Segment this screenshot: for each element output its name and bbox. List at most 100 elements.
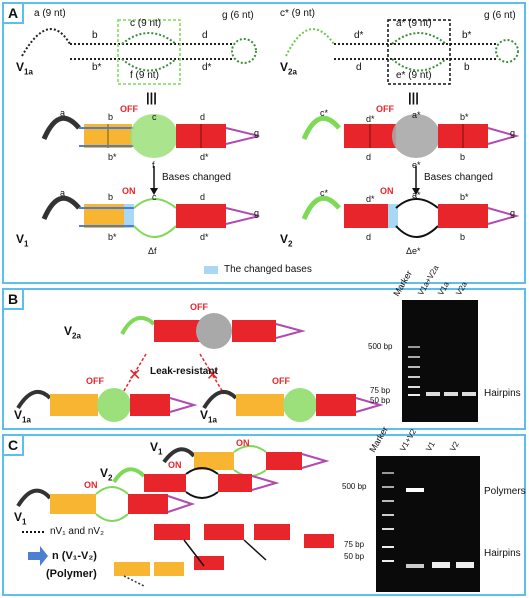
c-label-f: f (152, 160, 155, 170)
equiv-right: ||| (408, 90, 419, 105)
label-g: g (6 nt) (222, 10, 254, 21)
v2-c-on: ON (168, 460, 182, 470)
v1-label-b-star: b* (108, 232, 117, 242)
v1-cartoon (41, 195, 260, 238)
band-b-2 (444, 392, 458, 396)
gel-b-500: 500 bp (368, 342, 393, 351)
gel-b (402, 300, 478, 422)
cross-right: ✕ (206, 367, 219, 384)
c-label-a: a (60, 108, 66, 118)
v2-label-g: g (510, 208, 516, 218)
band-c-1 (406, 564, 424, 568)
c-label-c: c (152, 112, 157, 122)
gel-b-hairpins: Hairpins (484, 388, 521, 399)
v1-c-left-title: V1 (14, 510, 27, 527)
v2a-title: V2a (280, 60, 297, 77)
v1-label-d-star: d* (200, 232, 209, 242)
rc-label-d-star: d* (366, 114, 375, 124)
v2-cartoon (301, 195, 520, 238)
leak-resistant: Leak-resistant (150, 366, 218, 377)
v1a-b-left-title: V1a (14, 408, 31, 425)
v1-label-delta: Δf (148, 246, 157, 256)
legend-text: The changed bases (224, 264, 312, 275)
v2-label-delta: Δe* (406, 246, 421, 256)
result-label: n (V₁-V₂) (52, 550, 97, 562)
label-d: d (202, 30, 208, 41)
label-e-star: e* (9 nt) (396, 70, 432, 81)
blue-arrow (28, 546, 48, 566)
v1a-sequence (21, 19, 257, 85)
v1-label-g: g (254, 208, 260, 218)
label-r-d-star: d* (354, 30, 364, 41)
panel-b-diagram: ✕ ✕ (16, 313, 384, 422)
rc-label-a-star: a* (412, 110, 421, 120)
label-a-star: a* (9 nt) (396, 18, 432, 29)
label-r-d: d (356, 62, 362, 73)
band-c-3 (456, 562, 474, 568)
label-r-b-star: b* (462, 30, 472, 41)
gel-c-polymers: Polymers (484, 486, 526, 497)
gel-c-50: 50 bp (344, 552, 365, 561)
band-b-3 (462, 392, 476, 396)
rc-label-off: OFF (376, 104, 394, 114)
v2-label-b-star: b* (460, 192, 469, 202)
rc-label-b-star: b* (460, 112, 469, 122)
c-label-off: OFF (120, 104, 138, 114)
v2-title: V2 (280, 232, 293, 249)
c-label-b: b (108, 112, 114, 122)
n-label: nV₁ and nV₂ (50, 526, 104, 537)
v1-label-c: c (152, 192, 157, 202)
v2a-b-off: OFF (190, 302, 208, 312)
label-b-star: b* (92, 62, 102, 73)
v2-label-c-star: c* (320, 188, 329, 198)
v2-label-d: d (366, 232, 372, 242)
gel-c (376, 456, 480, 592)
gel-b-75: 75 bp (370, 386, 391, 395)
c-label-g: g (254, 128, 260, 138)
panel-c-diagram (16, 445, 334, 587)
v2-label-a-star: a* (412, 190, 421, 200)
v1-label-d: d (200, 192, 206, 202)
v2a-b-title: V2a (64, 324, 81, 341)
label-c: c (9 nt) (130, 18, 162, 29)
panel-a-diagram (21, 19, 520, 274)
ladder-b (408, 300, 420, 422)
panel-b-label: B (4, 290, 24, 310)
bases-changed-left: Bases changed (162, 172, 231, 183)
v2a-sequence (285, 19, 519, 85)
label-a: a (9 nt) (34, 8, 66, 19)
band-b-1 (426, 392, 440, 396)
label-r-b: b (464, 62, 470, 73)
panel-b: B ✕ ✕ V2a OFF Leak-resistant V1a OFF V1a… (2, 264, 526, 430)
panel-a: A (2, 2, 526, 284)
equiv-left: ||| (146, 90, 157, 105)
label-r-g: g (6 nt) (484, 10, 516, 21)
v2a-cartoon (301, 114, 520, 158)
legend-swatch (204, 266, 218, 274)
c-label-d: d (200, 112, 206, 122)
ladder-c (382, 456, 394, 592)
v1a-title: V1a (16, 60, 33, 77)
rc-label-e-star: e* (412, 160, 421, 170)
gel-b-50: 50 bp (370, 396, 391, 405)
v1-c-top-title: V1 (150, 440, 163, 457)
c-label-b-star: b* (108, 152, 117, 162)
band-c-polymer (406, 488, 424, 492)
bases-changed-right: Bases changed (424, 172, 493, 183)
v2-c-title: V2 (100, 466, 113, 483)
v1a-b-left-off: OFF (86, 376, 104, 386)
v1-label-a: a (60, 188, 66, 198)
band-c-2 (432, 562, 450, 568)
panel-a-label: A (4, 4, 24, 24)
panel-c-label: C (4, 436, 24, 456)
gel-c-500: 500 bp (342, 482, 367, 491)
gel-c-75: 75 bp (344, 540, 365, 549)
label-c-star: c* (9 nt) (280, 8, 316, 19)
c-label-d-star: d* (200, 152, 209, 162)
v1-c-top-on: ON (236, 438, 250, 448)
v1-title: V1 (16, 232, 29, 249)
cross-left: ✕ (128, 367, 141, 384)
rc-label-c-star: c* (320, 108, 329, 118)
v2-label-b: b (460, 232, 466, 242)
